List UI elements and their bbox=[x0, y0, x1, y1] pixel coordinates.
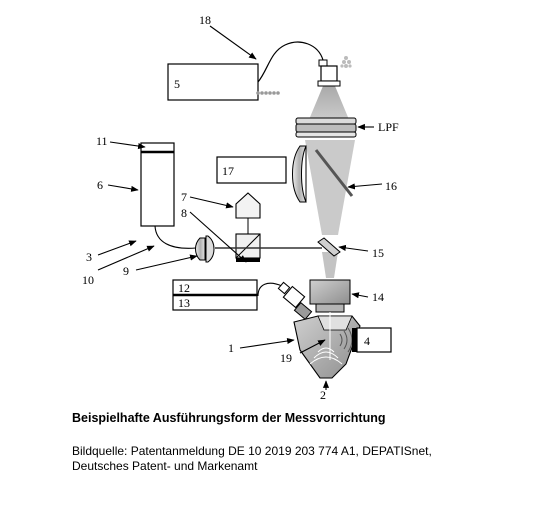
fiber-6-to-coupler bbox=[154, 225, 197, 249]
measurement-device-diagram: 18 5 LPF 11 6 17 16 7 8 3 15 9 10 12 13 … bbox=[82, 13, 399, 400]
objective-14 bbox=[309, 279, 351, 313]
label-19: 19 bbox=[280, 351, 292, 365]
label-1: 1 bbox=[228, 341, 234, 355]
source-line-1: Bildquelle: Patentanmeldung DE 10 2019 2… bbox=[72, 444, 432, 458]
label-13: 13 bbox=[178, 296, 190, 310]
coupling-lens-9 bbox=[195, 235, 215, 263]
box-6-laser bbox=[140, 142, 175, 227]
label-15: 15 bbox=[372, 246, 384, 260]
figure-caption: Beispielhafte Ausführungsform der Messvo… bbox=[72, 411, 386, 425]
image-source-credit: Bildquelle: Patentanmeldung DE 10 2019 2… bbox=[72, 444, 512, 474]
label-4: 4 bbox=[364, 334, 370, 348]
measurement-cell bbox=[293, 312, 361, 379]
beamsplitter-cube-8 bbox=[235, 218, 261, 262]
light-beam-lower bbox=[305, 140, 355, 278]
light-beam-upper bbox=[308, 86, 350, 122]
label-12: 12 bbox=[178, 281, 190, 295]
lpf-filter bbox=[295, 117, 357, 138]
label-6: 6 bbox=[97, 178, 103, 192]
light-source-head bbox=[317, 59, 341, 87]
label-17: 17 bbox=[222, 164, 234, 178]
leader-arrows bbox=[97, 25, 383, 390]
prism-7 bbox=[235, 192, 261, 219]
output-port-dots bbox=[256, 91, 280, 95]
collimating-lens bbox=[292, 145, 307, 203]
label-5: 5 bbox=[174, 77, 180, 91]
label-16: 16 bbox=[385, 179, 397, 193]
label-14: 14 bbox=[372, 290, 384, 304]
label-18: 18 bbox=[199, 13, 211, 27]
box-12-13 bbox=[172, 279, 258, 311]
box-5-spectrometer bbox=[167, 63, 259, 101]
label-10: 10 bbox=[82, 273, 94, 287]
label-8: 8 bbox=[181, 206, 187, 220]
mirror-15 bbox=[317, 237, 341, 257]
dichroic-mirror-16 bbox=[314, 149, 354, 197]
optical-fiber-18 bbox=[257, 41, 324, 83]
source-line-2: Deutsches Patent- und Markenamt bbox=[72, 459, 258, 473]
label-lpf: LPF bbox=[378, 120, 399, 134]
light-emission-icon bbox=[340, 56, 352, 68]
label-3: 3 bbox=[86, 250, 92, 264]
label-2: 2 bbox=[320, 388, 326, 400]
box-17 bbox=[216, 156, 287, 184]
label-11: 11 bbox=[96, 134, 108, 148]
camera-cable bbox=[257, 282, 283, 297]
label-7: 7 bbox=[181, 190, 187, 204]
camera-head bbox=[277, 281, 313, 321]
label-9: 9 bbox=[123, 264, 129, 278]
transducer-4 bbox=[352, 327, 392, 353]
